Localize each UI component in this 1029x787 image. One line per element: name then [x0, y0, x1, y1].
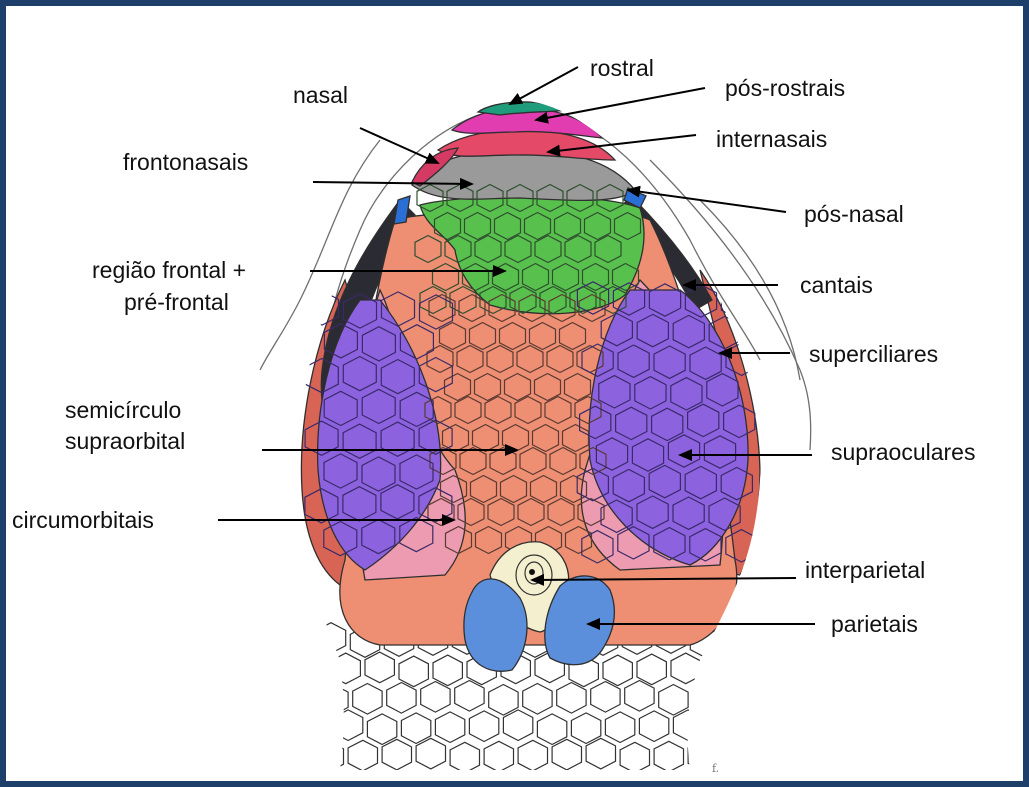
label-interparietal: interparietal [805, 557, 925, 583]
label-semicirculo-line1: semicírculo [65, 397, 181, 423]
label-circumorbitais: circumorbitais [12, 507, 154, 533]
label-pos-nasal: pós-nasal [804, 201, 904, 227]
signature: f. [712, 762, 719, 775]
arrow-pos-rostrais [536, 88, 705, 120]
posterior-scale-cell [707, 714, 736, 745]
label-internasais: internasais [716, 126, 827, 152]
label-superciliares: superciliares [809, 341, 938, 367]
label-nasal: nasal [293, 82, 348, 108]
label-rostral: rostral [590, 55, 654, 81]
arrow-nasal [360, 128, 438, 163]
label-parietais: parietais [831, 611, 918, 637]
arrow-rostral [510, 67, 578, 104]
label-regiao-frontal-line1: região frontal + [92, 257, 246, 283]
posterior-scale-cell [724, 626, 753, 657]
parietal-eye-dot [529, 569, 535, 575]
label-frontonasais: frontonasais [123, 149, 248, 175]
posterior-scale-cell [693, 684, 722, 715]
posterior-scale-cell [705, 652, 734, 683]
label-pos-rostrais: pós-rostrais [725, 75, 845, 101]
label-cantais: cantais [800, 272, 873, 298]
arrow-pos-nasal [628, 190, 786, 212]
posterior-scale-cell [727, 683, 756, 714]
supraocular-scale-cell [721, 286, 752, 318]
label-supraoculares: supraoculares [831, 439, 975, 465]
posterior-scale-cell [722, 739, 751, 770]
label-semicirculo-line2: supraorbital [65, 428, 185, 454]
posterior-scale-cell [314, 741, 343, 772]
label-regiao-frontal-line2: pré-frontal [124, 289, 229, 315]
